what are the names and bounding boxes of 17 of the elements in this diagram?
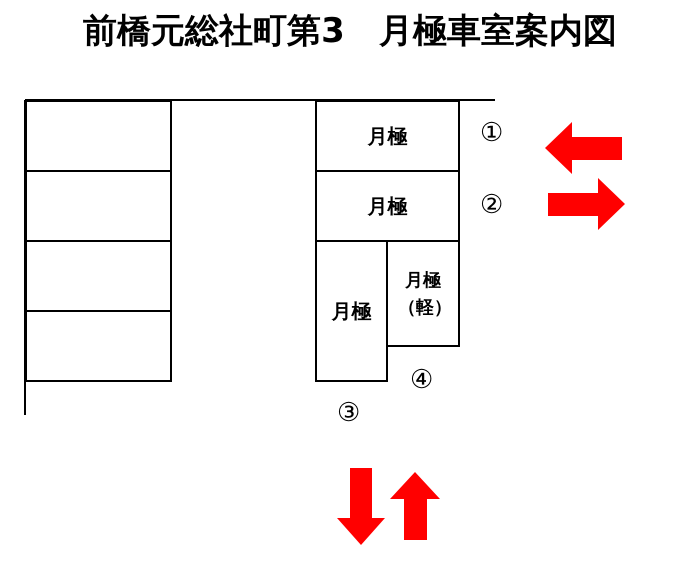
parking-space [25,240,172,312]
space-label: 月極 [368,123,408,150]
space-number: ② [480,192,504,218]
space-number: ④ [410,367,434,393]
space-number: ① [480,120,504,146]
parking-space [386,240,460,347]
parking-space [25,170,172,242]
parking-space [25,100,172,172]
space-label: 月極 [368,193,408,220]
parking-space [315,170,460,242]
parking-space [25,310,172,382]
parking-space [315,100,460,172]
space-number: ③ [337,400,360,426]
title: 前橋元総社町第3 月極車室案内図 [82,10,618,53]
space-label: 月極 [332,298,372,325]
parking-space [315,240,388,382]
space-label: 月極（軽） [398,268,448,320]
